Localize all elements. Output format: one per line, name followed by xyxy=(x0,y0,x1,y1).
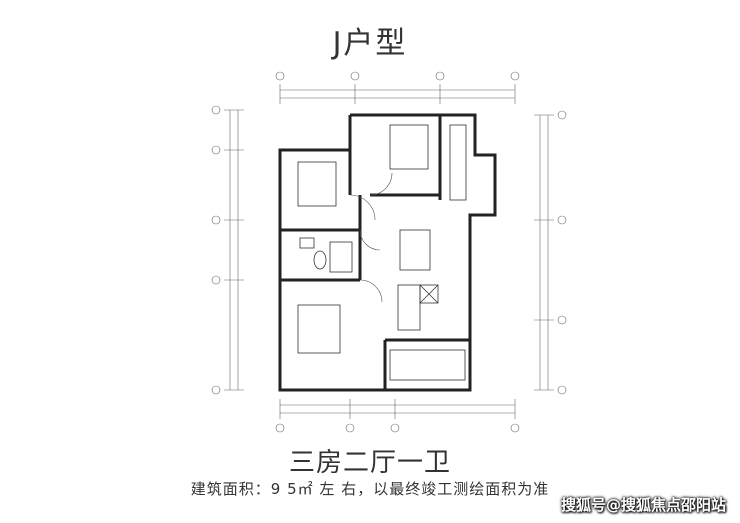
axis-markers xyxy=(211,71,567,433)
area-note: 建筑面积：9 5㎡ 左 右，以最终竣工测绘面积为准 xyxy=(190,480,550,498)
furniture xyxy=(297,124,467,381)
floor-plan-drawing xyxy=(211,71,567,433)
page-title: J户型 xyxy=(332,26,408,61)
walls xyxy=(278,113,497,392)
watermark: 搜狐号@搜狐焦点邵阳站 xyxy=(560,496,726,514)
doors xyxy=(349,172,393,303)
dimension-lines xyxy=(224,84,554,419)
layout-name: 三房二厅一卫 xyxy=(288,448,451,478)
